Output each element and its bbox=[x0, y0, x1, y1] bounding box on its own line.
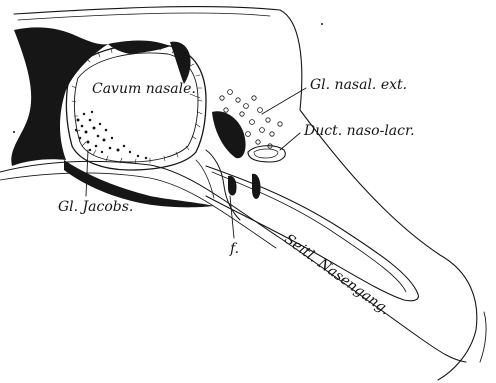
label-gl-jacobs: Gl. Jacobs. bbox=[58, 200, 133, 214]
outer-outline-inner bbox=[18, 13, 270, 20]
dark-mark-f bbox=[228, 176, 237, 196]
stray-dot-2 bbox=[13, 131, 15, 133]
duct-naso-lacr-outline bbox=[248, 146, 285, 162]
leader-duct-naso-lacr bbox=[280, 133, 300, 150]
duct-naso-lacr-inner bbox=[254, 149, 278, 158]
label-f: f. bbox=[230, 242, 239, 256]
label-gl-nasal-ext: Gl. nasal. ext. bbox=[310, 78, 407, 92]
stray-mark-right bbox=[480, 312, 486, 362]
label-duct-naso-lacr: Duct. naso-lacr. bbox=[304, 124, 415, 138]
dark-mark-upper bbox=[170, 42, 191, 84]
seitl-nasengang-outline bbox=[206, 166, 418, 301]
stray-dot-1 bbox=[321, 23, 323, 25]
seitl-nasengang-inner bbox=[212, 172, 406, 292]
dark-cartilage-concha bbox=[212, 111, 246, 158]
gl-jacobs-gland bbox=[75, 111, 147, 159]
label-cavum-nasale: Cavum nasale. bbox=[92, 82, 196, 96]
leader-gl-nasal-ext bbox=[262, 88, 306, 114]
